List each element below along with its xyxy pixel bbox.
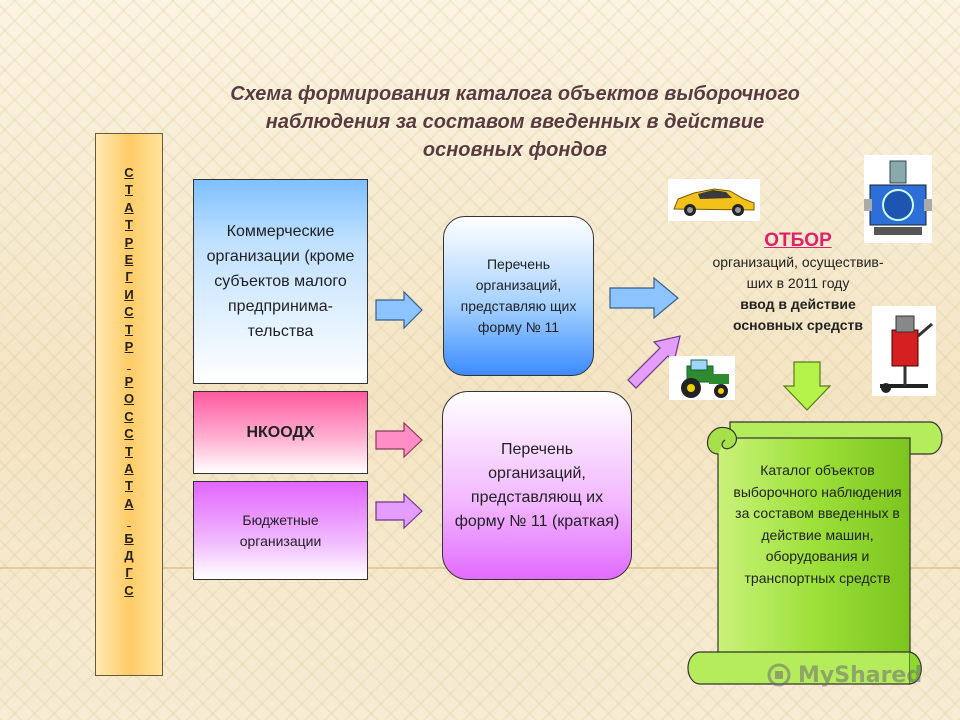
arrow-up-right-icon — [627, 335, 681, 389]
budget-organizations-label: Бюджетные организации — [239, 511, 322, 549]
selection-line-4: основных средств — [733, 317, 863, 333]
title-line-3: основных фондов — [422, 139, 608, 161]
nkoodh-label: НКООДХ — [246, 423, 315, 441]
form-11-list-label: Перечень организаций, представляю щих фо… — [460, 256, 577, 335]
industrial-machine-icon — [864, 155, 932, 243]
form-11-short-list-box: Перечень организаций, представляющ их фо… — [442, 391, 632, 580]
commercial-organizations-label: Коммерческие организации (кроме субъекто… — [206, 223, 355, 340]
title-line-2: наблюдения за составом введенных в дейст… — [265, 111, 765, 133]
budget-organizations-box: Бюджетные организации — [193, 481, 368, 580]
arrow-right-icon — [375, 421, 423, 459]
car-icon — [668, 179, 760, 221]
slide-title: Схема формирования каталога объектов выб… — [160, 80, 870, 164]
selection-line-3: ввод в действие — [740, 296, 856, 312]
tractor-icon — [669, 356, 735, 400]
form-11-list-box: Перечень организаций, представляю щих фо… — [443, 216, 594, 376]
arrow-right-icon — [375, 492, 423, 530]
arrow-right-icon — [609, 276, 679, 320]
commercial-organizations-box: Коммерческие организации (кроме субъекто… — [193, 179, 368, 384]
title-line-1: Схема формирования каталога объектов выб… — [230, 83, 800, 105]
nkoodh-box: НКООДХ — [193, 391, 368, 474]
selection-line-1: организаций, осуществив- — [712, 254, 884, 270]
watermark-logo-icon — [767, 663, 791, 687]
selection-block: ОТБОР организаций, осуществив- ших в 201… — [672, 230, 924, 336]
arrow-right-icon — [375, 290, 423, 330]
arrow-down-icon — [782, 361, 832, 411]
catalog-scroll — [687, 421, 943, 685]
selection-line-2: ших в 2011 году — [746, 275, 850, 291]
watermark: MyShared — [766, 657, 926, 693]
equipment-icon — [872, 306, 936, 396]
selection-title: ОТБОР — [764, 230, 832, 251]
form-11-short-list-label: Перечень организаций, представляющ их фо… — [454, 440, 620, 530]
watermark-text: MyShared — [798, 662, 923, 688]
catalog-text: Каталог объектов выборочного наблюдения … — [733, 462, 902, 586]
rosstat-vertical-bar: С Т А Т Р Е Г И С Т Р Р О С С Т А Т А Б … — [95, 133, 163, 676]
rosstat-vertical-label: С Т А Т Р Е Г И С Т Р Р О С С Т А Т А Б … — [123, 165, 135, 598]
